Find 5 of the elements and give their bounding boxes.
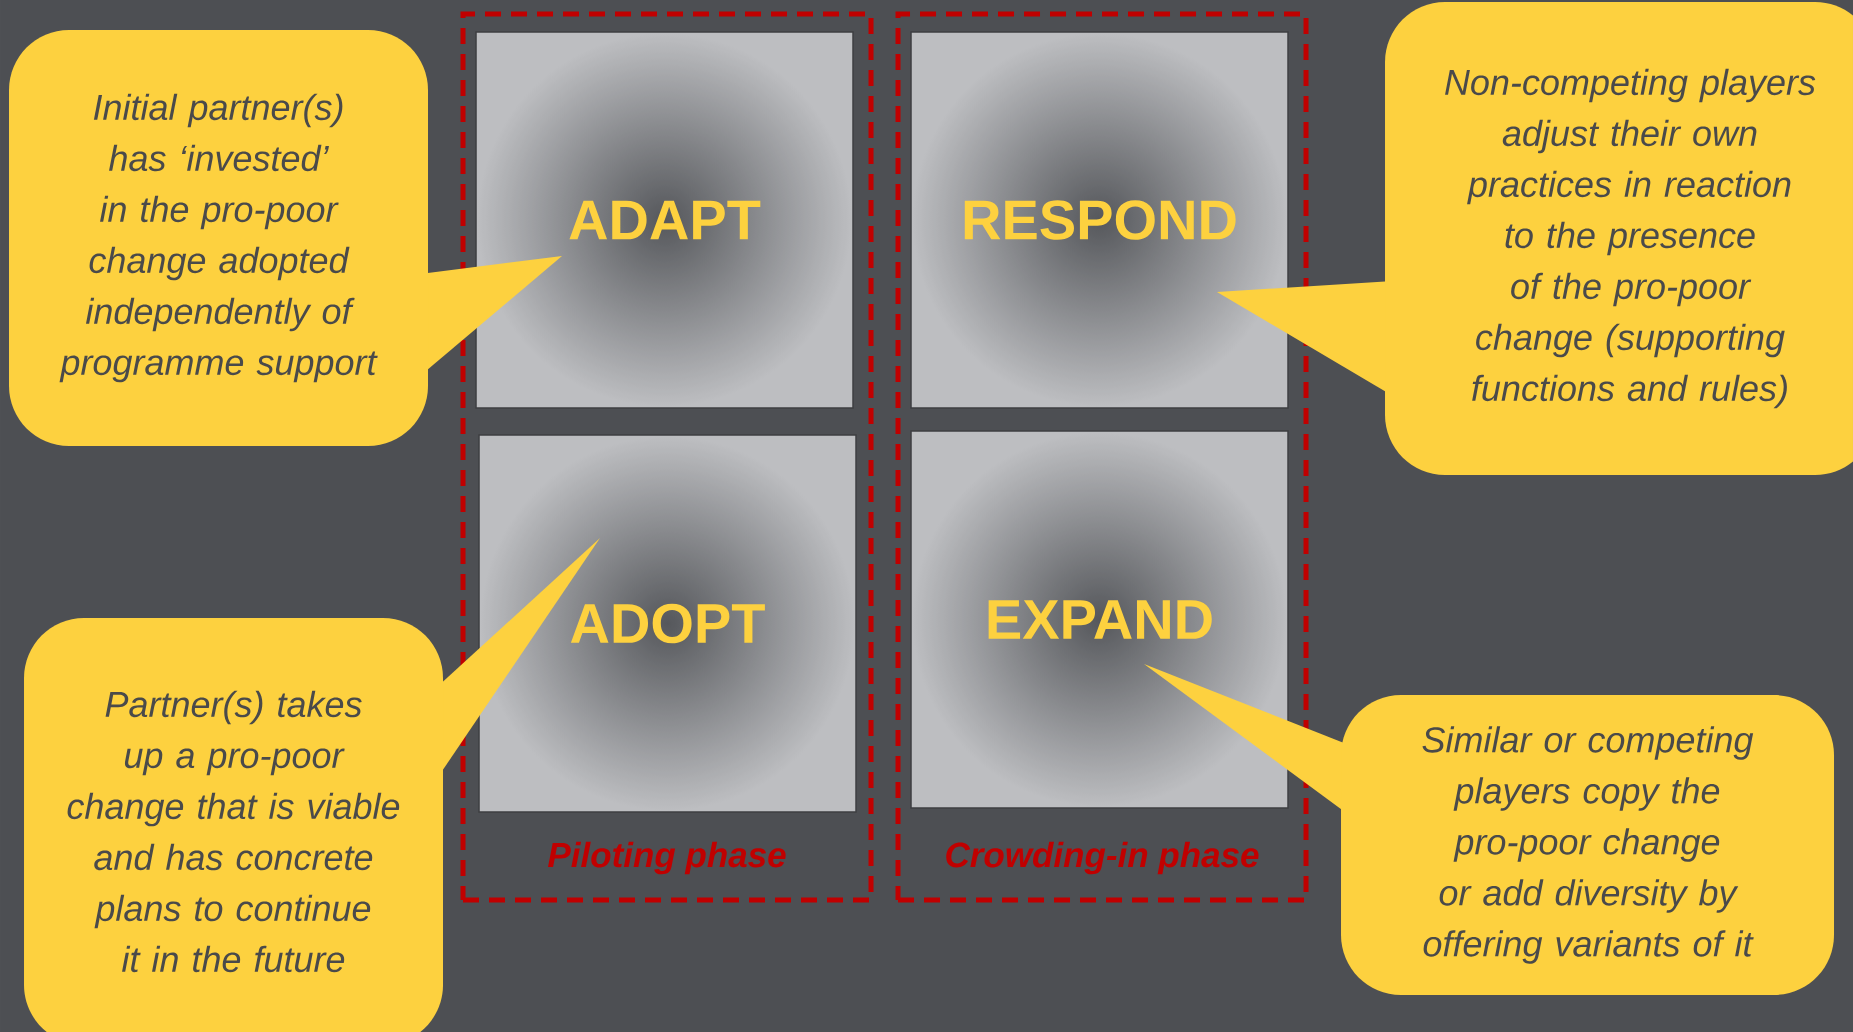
stage-square: ADOPT xyxy=(478,434,857,813)
stage-square: EXPAND xyxy=(910,430,1289,809)
speech-bubble: Initial partner(s) has ‘invested’ in the pro-poor change adopted independently of programme support xyxy=(9,30,562,446)
stage-square: ADAPT xyxy=(475,31,854,409)
stage-square: RESPOND xyxy=(910,31,1289,409)
